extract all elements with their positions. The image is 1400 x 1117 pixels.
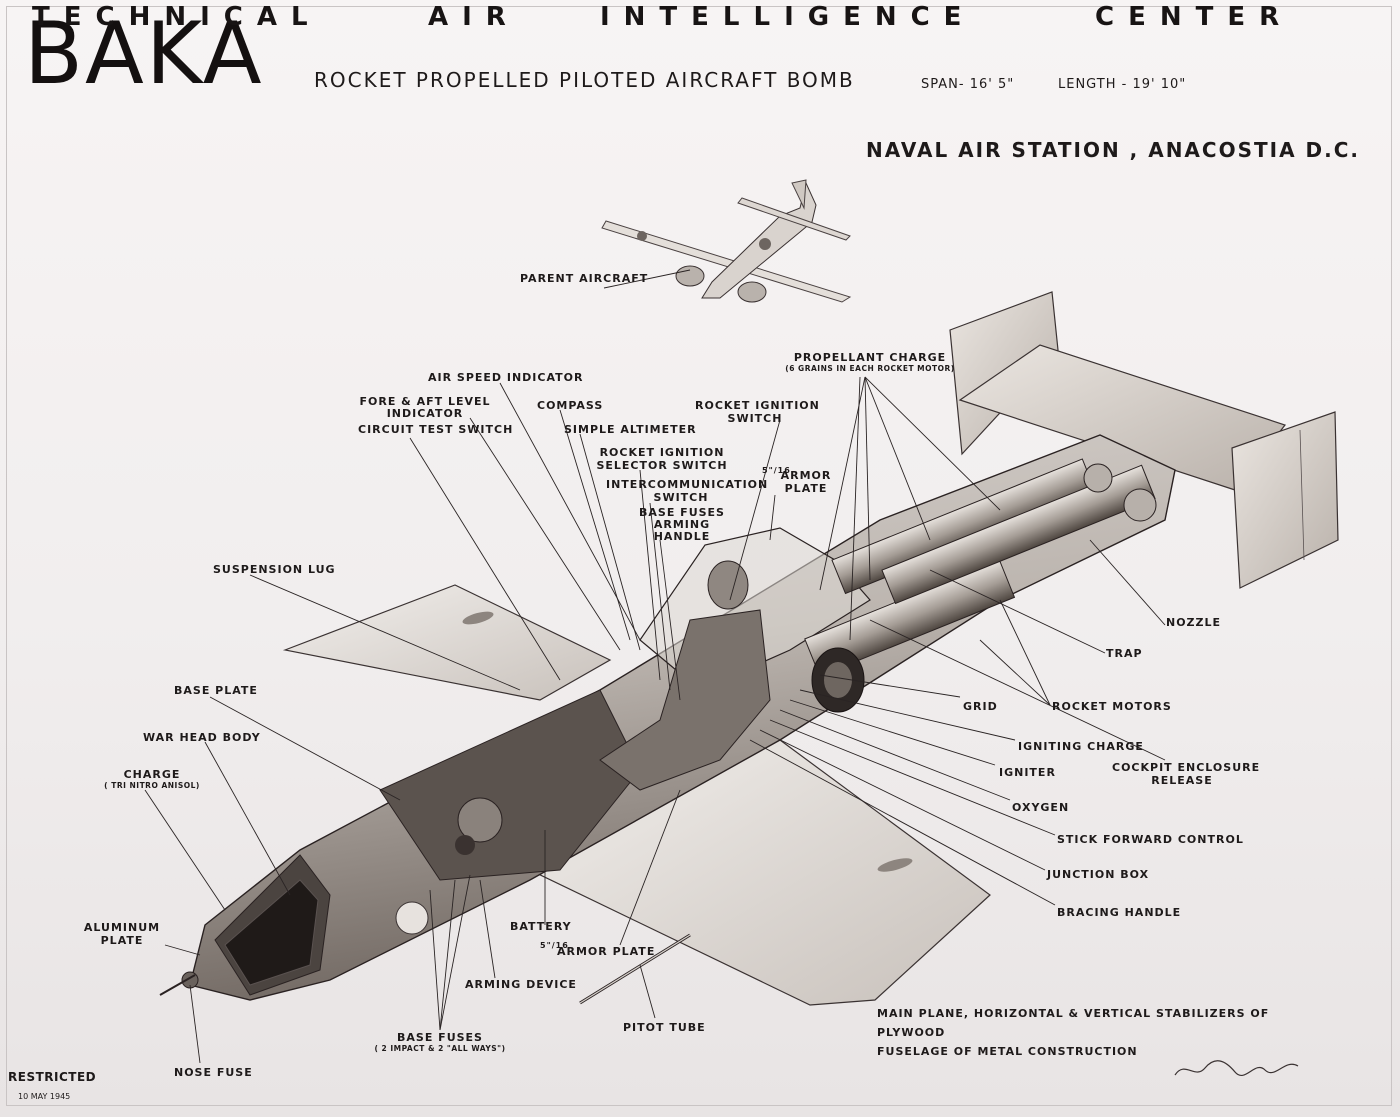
label-ris-line2: SWITCH [727,412,783,425]
location-line: NAVAL AIR STATION , ANACOSTIA D.C. [866,138,1360,162]
leader-lines [144,269,1166,1064]
label-apt-line1: ARMOR [780,469,832,482]
label-rocket-motors: ROCKET MOTORS [1052,700,1172,713]
label-intercommunication-switch: INTERCOMMUNICATION SWITCH [606,478,769,504]
poster-title: BAKA [24,4,264,104]
length-dimension: LENGTH - 19' 10" [1058,77,1187,92]
organization-line: TECHNICAL AIR INTELLIGENCE CENTER [0,0,1400,40]
label-simple-altimeter: SIMPLE ALTIMETER [564,423,697,436]
label-propellant-charge: PROPELLANT CHARGE (6 GRAINS IN EACH ROCK… [770,351,970,373]
label-rocket-ignition-switch: ROCKET IGNITION SWITCH [695,399,820,425]
label-war-head-body: WAR HEAD BODY [143,731,261,744]
label-cer-line1: COCKPIT ENCLOSURE [1112,761,1261,774]
label-base-fuses-arming-handle: BASE FUSES ARMING HANDLE [632,507,732,543]
label-fore-aft-line1: FORE & AFT LEVEL [359,395,491,408]
span-dimension: SPAN- 16' 5" [921,77,1015,92]
label-pc-note: (6 GRAINS IN EACH ROCKET MOTOR) [785,364,955,373]
label-al-line2: PLATE [100,934,144,947]
poster-subtitle: ROCKET PROPELLED PILOTED AIRCRAFT BOMB [314,68,855,92]
label-armor-plate-top: ARMOR PLATE [776,469,836,495]
label-bfah-line3: HANDLE [653,530,711,543]
label-apt-line2: PLATE [784,482,828,495]
label-bf-note: ( 2 IMPACT & 2 "ALL WAYS") [374,1044,506,1053]
label-charge-line1: CHARGE [123,768,181,781]
label-base-plate: BASE PLATE [174,684,258,697]
restricted-stamp: RESTRICTED [8,1070,97,1084]
date-stamp: 10 MAY 1945 [18,1092,71,1101]
label-igniter: IGNITER [999,766,1056,779]
note-line2: FUSELAGE OF METAL CONSTRUCTION [877,1045,1138,1058]
label-battery: BATTERY [510,920,572,933]
note-line1: MAIN PLANE, HORIZONTAL & VERTICAL STABIL… [877,1007,1270,1039]
label-base-fuses: BASE FUSES ( 2 IMPACT & 2 "ALL WAYS") [360,1031,520,1053]
label-armor-plate-bottom: ARMOR PLATE [557,945,656,958]
label-bracing-handle: BRACING HANDLE [1057,906,1182,919]
label-air-speed-indicator: AIR SPEED INDICATOR [428,371,584,384]
label-ic-line2: SWITCH [653,491,709,504]
label-pitot-tube: PITOT TUBE [623,1021,706,1034]
label-grid: GRID [963,700,998,713]
fuselage-drawing [159,434,1176,1005]
label-ris-line1: ROCKET IGNITION [695,399,820,412]
label-bf-line1: BASE FUSES [397,1031,483,1044]
label-stick-forward-control: STICK FORWARD CONTROL [1057,833,1244,846]
label-riss-line1: ROCKET IGNITION [599,446,725,459]
label-arming-device: ARMING DEVICE [465,978,577,991]
label-armor-fraction-bottom: 5"/16 [540,941,569,950]
signature-mark [1174,1060,1299,1076]
org-word-center: CENTER [1095,2,1294,32]
label-oxygen: OXYGEN [1012,801,1070,814]
label-armor-fraction-top: 5"/16 [762,466,791,475]
label-aluminum-plate: ALUMINUM PLATE [80,921,164,947]
label-suspension-lug: SUSPENSION LUG [213,563,336,576]
tail-stabilizers-drawing [949,291,1339,589]
label-igniting-charge: IGNITING CHARGE [1018,740,1144,753]
label-nozzle: NOZZLE [1166,616,1222,629]
label-charge-note: ( TRI NITRO ANISOL) [104,781,200,790]
parent-aircraft-drawing [601,179,852,303]
label-junction-box: JUNCTION BOX [1047,868,1150,881]
label-rocket-ignition-selector-switch: ROCKET IGNITION SELECTOR SWITCH [582,446,742,472]
label-nose-fuse: NOSE FUSE [174,1066,253,1079]
label-bfah-line1: BASE FUSES [639,506,725,519]
label-bfah-line2: ARMING [653,518,711,531]
label-cockpit-enclosure-release: COCKPIT ENCLOSURE RELEASE [1112,761,1261,787]
label-fore-aft-line2: INDICATOR [386,407,464,420]
construction-notes: MAIN PLANE, HORIZONTAL & VERTICAL STABIL… [877,1004,1337,1061]
label-riss-line2: SELECTOR SWITCH [596,459,728,472]
poster-frame [6,6,1392,1106]
label-charge: CHARGE ( TRI NITRO ANISOL) [92,768,212,790]
label-circuit-test-switch: CIRCUIT TEST SWITCH [358,423,514,436]
label-fore-aft-level-indicator: FORE & AFT LEVEL INDICATOR [350,395,500,420]
org-word-technical: TECHNICAL [32,2,322,32]
label-al-line1: ALUMINUM [83,921,161,934]
org-word-intelligence: INTELLIGENCE [600,2,976,32]
label-pc-line1: PROPELLANT CHARGE [793,351,947,364]
label-trap: TRAP [1106,647,1143,660]
org-word-air: AIR [428,2,520,32]
label-parent-aircraft: PARENT AIRCRAFT [520,272,649,285]
label-compass: COMPASS [537,399,604,412]
label-cer-line2: RELEASE [1151,774,1213,787]
label-ic-line1: INTERCOMMUNICATION [606,478,769,491]
